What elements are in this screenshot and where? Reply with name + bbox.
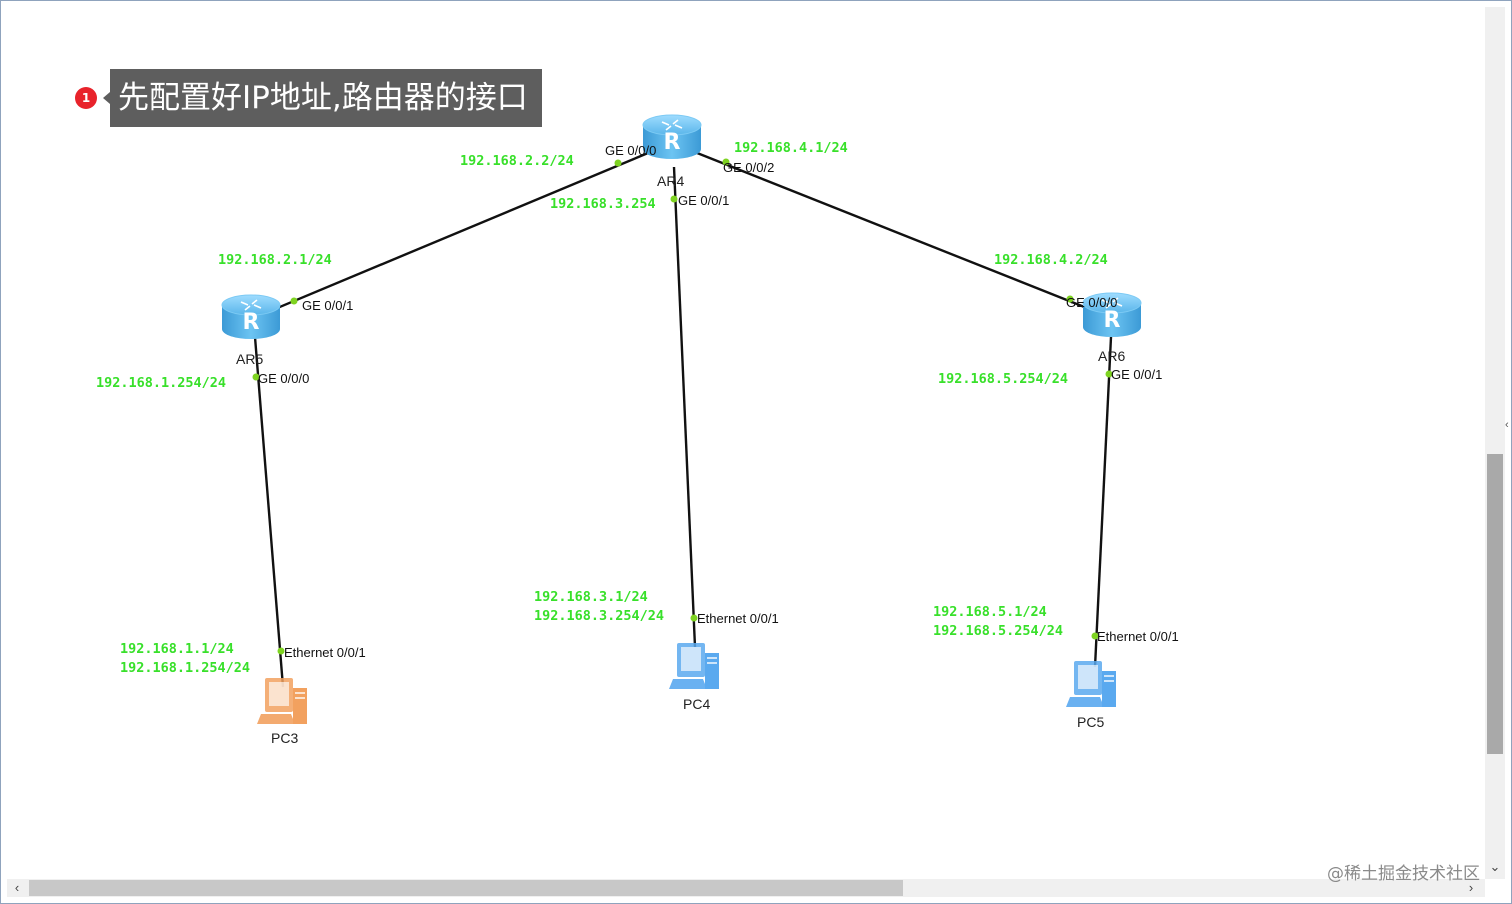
port-dot[interactable] — [252, 373, 260, 381]
router-icon — [221, 294, 281, 340]
annotation-text: 先配置好IP地址,路由器的接口 — [110, 69, 542, 127]
ip-label-ar5-ge000: 192.168.1.254/24 — [96, 375, 226, 391]
pc-pc3[interactable] — [257, 678, 307, 724]
vertical-scroll-thumb[interactable] — [1487, 454, 1503, 754]
topology-canvas[interactable]: R — [7, 7, 1485, 879]
horizontal-scrollbar[interactable]: ‹ › — [7, 879, 1485, 897]
port-label-ar6-ge000: GE 0/0/0 — [1066, 295, 1117, 310]
port-dot[interactable] — [1091, 632, 1099, 640]
ip-label-ar4-ge000: 192.168.2.2/24 — [460, 153, 574, 169]
watermark: @稀土掘金技术社区 — [1327, 864, 1480, 884]
links — [250, 141, 1113, 688]
port-label-ar6-ge001: GE 0/0/1 — [1111, 367, 1162, 382]
step-badge: 1 — [75, 87, 97, 109]
ip-label-pc3-ip: 192.168.1.1/24 — [120, 641, 234, 657]
pc-icon — [257, 678, 307, 724]
device-label-pc4: PC4 — [683, 696, 710, 712]
port-label-ar4-ge002: GE 0/0/2 — [723, 160, 774, 175]
chevron-right-icon[interactable]: › — [1468, 880, 1474, 895]
ip-label-pc5-gw: 192.168.5.254/24 — [933, 623, 1063, 639]
device-label-pc5: PC5 — [1077, 714, 1104, 730]
ip-label-pc4-gw: 192.168.3.254/24 — [534, 608, 664, 624]
ip-label-ar5-ge001: 192.168.2.1/24 — [218, 252, 332, 268]
port-dot[interactable] — [1066, 295, 1074, 303]
ip-label-ar6-ge000: 192.168.4.2/24 — [994, 252, 1108, 268]
step-annotation: 1 先配置好IP地址,路由器的接口 — [75, 69, 542, 127]
port-dot[interactable] — [1105, 370, 1113, 378]
port-label-pc3-eth: Ethernet 0/0/1 — [284, 645, 366, 660]
port-dot[interactable] — [690, 614, 698, 622]
link-ar4-ar6[interactable] — [671, 141, 1113, 320]
device-label-ar6: AR6 — [1098, 348, 1125, 364]
router-ar5[interactable] — [221, 294, 281, 340]
horizontal-scroll-thumb[interactable] — [29, 880, 903, 896]
port-label-pc4-eth: Ethernet 0/0/1 — [697, 611, 779, 626]
port-dot[interactable] — [277, 647, 285, 655]
device-label-pc3: PC3 — [271, 730, 298, 746]
chevron-left-icon[interactable]: ‹ — [14, 880, 20, 895]
link-ar4-pc4[interactable] — [672, 166, 697, 648]
port-label-ar5-ge001: GE 0/0/1 — [302, 298, 353, 313]
pc-pc5[interactable] — [1066, 661, 1116, 707]
pc-icon — [669, 643, 719, 689]
ip-label-ar6-ge001: 192.168.5.254/24 — [938, 371, 1068, 387]
pc-icon — [1066, 661, 1116, 707]
ip-label-pc4-ip: 192.168.3.1/24 — [534, 589, 648, 605]
link-ar6-pc5[interactable] — [1093, 336, 1113, 668]
topology-diagram[interactable]: R — [7, 7, 1485, 879]
device-label-ar5: AR5 — [236, 351, 263, 367]
port-label-ar4-ge000: GE 0/0/0 — [605, 143, 656, 158]
port-dot[interactable] — [290, 297, 298, 305]
ip-label-pc5-ip: 192.168.5.1/24 — [933, 604, 1047, 620]
chevron-down-icon[interactable]: ⌄ — [1489, 859, 1501, 874]
chevron-left-icon[interactable]: ‹ — [1505, 419, 1509, 431]
ip-label-ar4-ge001: 192.168.3.254 — [550, 196, 656, 212]
ip-label-pc3-gw: 192.168.1.254/24 — [120, 660, 250, 676]
link-ar5-pc3[interactable] — [253, 336, 285, 688]
ip-label-ar4-ge002: 192.168.4.1/24 — [734, 140, 848, 156]
port-label-ar4-ge001: GE 0/0/1 — [678, 193, 729, 208]
pc-pc4[interactable] — [669, 643, 719, 689]
port-dot[interactable] — [670, 195, 678, 203]
vertical-scrollbar[interactable] — [1485, 7, 1505, 879]
port-dot[interactable] — [722, 158, 730, 166]
port-dot[interactable] — [614, 159, 622, 167]
port-label-ar5-ge000: GE 0/0/0 — [258, 371, 309, 386]
port-dots — [252, 158, 1113, 655]
device-label-ar4: AR4 — [657, 173, 684, 189]
callout-arrow — [103, 92, 110, 104]
link-ar4-ar5[interactable] — [250, 141, 673, 321]
port-label-pc5-eth: Ethernet 0/0/1 — [1097, 629, 1179, 644]
